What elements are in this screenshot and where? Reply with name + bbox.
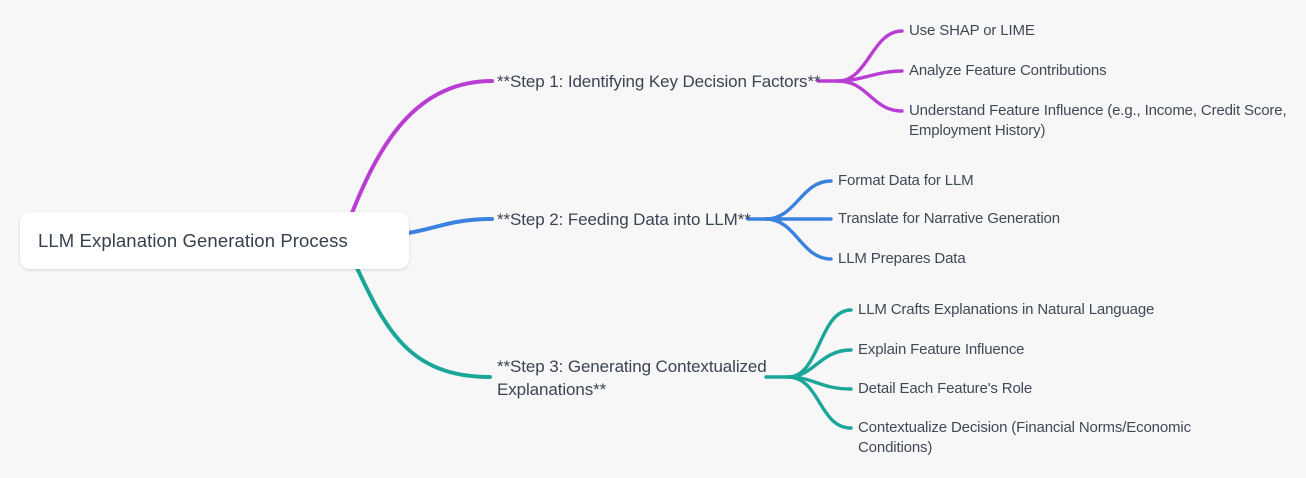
branch1-leaf-understand-feature-influence[interactable]: Understand Feature Influence (e.g., Inco… (909, 102, 1287, 139)
branch2-leaf-llm-prepares-data[interactable]: LLM Prepares Data (838, 250, 966, 267)
root-node-label: LLM Explanation Generation Process (38, 229, 348, 251)
branch1-leaf-analyze-feature-contributions[interactable]: Analyze Feature Contributions (909, 62, 1107, 79)
branch3-leaf-explain-feature-influence[interactable]: Explain Feature Influence (858, 341, 1025, 358)
branch1-main-curve (350, 79, 494, 215)
branch3-leaf-detail-each-features-role[interactable]: Detail Each Feature's Role (858, 380, 1033, 397)
branch3-child4-curve (786, 375, 853, 430)
branch3-main-curve (355, 266, 492, 379)
root-node[interactable]: LLM Explanation Generation Process (20, 212, 409, 269)
branch3-leaf-llm-crafts-explanations[interactable]: LLM Crafts Explanations in Natural Langu… (858, 301, 1155, 318)
branch3-node-step3[interactable]: **Step 3: Generating Contextualized Expl… (497, 357, 767, 399)
branch1-child1-curve (836, 29, 904, 83)
branch2-child1-curve (764, 179, 833, 221)
branch3-child1-curve (786, 308, 853, 379)
branch2-leaf-format-data-for-llm[interactable]: Format Data for LLM (838, 172, 974, 189)
branch2-main-curve (406, 217, 494, 235)
branch2-node-step2[interactable]: **Step 2: Feeding Data into LLM** (497, 210, 751, 229)
branch1-leaf-use-shap-or-lime[interactable]: Use SHAP or LIME (909, 22, 1035, 39)
branch2-child3-curve (764, 217, 833, 261)
branch3-leaf-contextualize-decision[interactable]: Contextualize Decision (Financial Norms/… (858, 419, 1191, 456)
branch1-child3-curve (836, 79, 904, 113)
branch1-child2-curve (836, 69, 904, 83)
branch1-node-step1[interactable]: **Step 1: Identifying Key Decision Facto… (497, 72, 821, 91)
branch2-leaf-translate-for-narrative-generation[interactable]: Translate for Narrative Generation (838, 210, 1060, 227)
